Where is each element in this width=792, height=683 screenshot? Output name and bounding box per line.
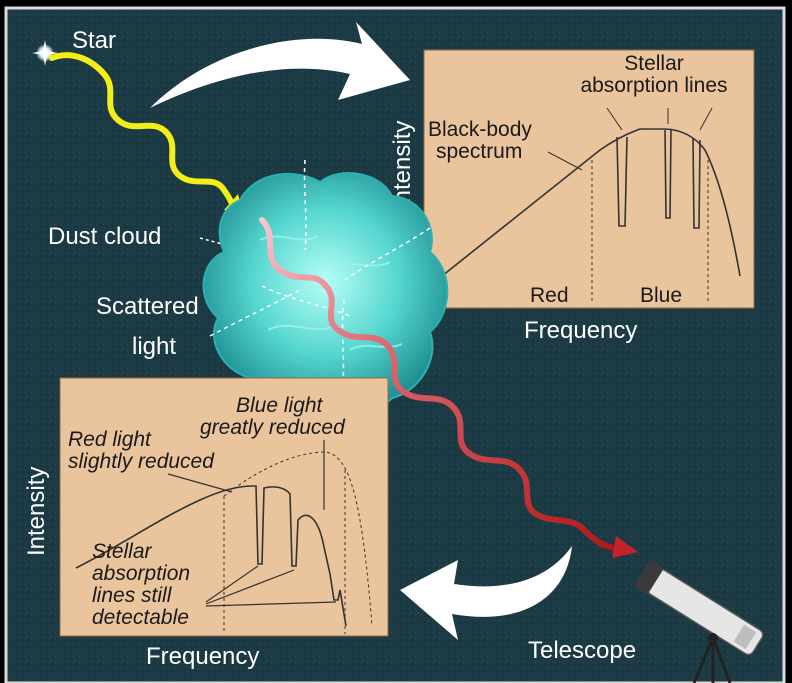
detectable-label-line2: absorption: [92, 562, 190, 585]
blue-reduced-label-line1: Blue light: [236, 394, 324, 417]
blackbody-curve: [441, 128, 741, 277]
blue-reduced-label-line2: greatly reduced: [200, 416, 346, 439]
absorption-label-line2: absorption lines: [580, 74, 727, 97]
absorption-leader-1: [606, 107, 623, 131]
reddened-curve: [75, 485, 347, 627]
reddened-arrowhead: [612, 536, 638, 558]
detectable-leader-2: [205, 569, 295, 605]
telescope-icon: [635, 560, 764, 683]
star-label: Star: [72, 27, 116, 54]
scattered-light-label-line2: light: [132, 333, 176, 360]
telescope-label: Telescope: [528, 637, 636, 664]
red-reduced-label-line1: Red light: [68, 428, 152, 451]
starlight-ray: [49, 52, 237, 211]
detectable-label-line1: Stellar: [92, 540, 153, 563]
red-reduced-leader: [167, 473, 233, 493]
dust-cloud-leader: [199, 237, 223, 245]
absorption-line-3: [692, 137, 701, 229]
red-band-label: Red: [530, 284, 569, 307]
bottom-y-axis-label: Intensity: [23, 467, 50, 556]
blackbody-leader: [547, 151, 583, 171]
dust-cloud-label: Dust cloud: [48, 223, 161, 250]
absorption-line-2: [664, 129, 672, 219]
detectable-leader-1: [205, 565, 259, 603]
absorption-label-line1: Stellar: [624, 52, 684, 75]
bottom-spectrum-panel: Blue light greatly reduced Red light sli…: [59, 377, 389, 637]
top-y-axis-label: Intensity: [389, 121, 416, 210]
red-reduced-label-line2: slightly reduced: [68, 450, 215, 473]
scattered-light-rays: [209, 159, 431, 397]
absorption-leader-3: [699, 107, 713, 131]
absorption-line-1: [616, 136, 628, 227]
top-spectrum-panel: Stellar absorption lines Black-body spec…: [423, 49, 755, 309]
blackbody-label-line1: Black-body: [428, 118, 532, 141]
scattered-light-label-line1: Scattered: [96, 293, 199, 320]
detectable-label-line4: detectable: [92, 606, 189, 629]
detectable-leader-3: [205, 601, 337, 607]
bottom-curved-arrow: [400, 546, 572, 640]
reddened-light-ray: [259, 217, 617, 551]
dust-cloud: [202, 172, 449, 417]
bottom-x-axis-label: Frequency: [146, 643, 259, 670]
detectable-label-line3: lines still: [92, 584, 173, 607]
blue-band-label: Blue: [640, 284, 682, 307]
top-x-axis-label: Frequency: [524, 317, 637, 344]
blackbody-label-line2: spectrum: [436, 140, 522, 163]
top-curved-arrow: [150, 22, 410, 108]
